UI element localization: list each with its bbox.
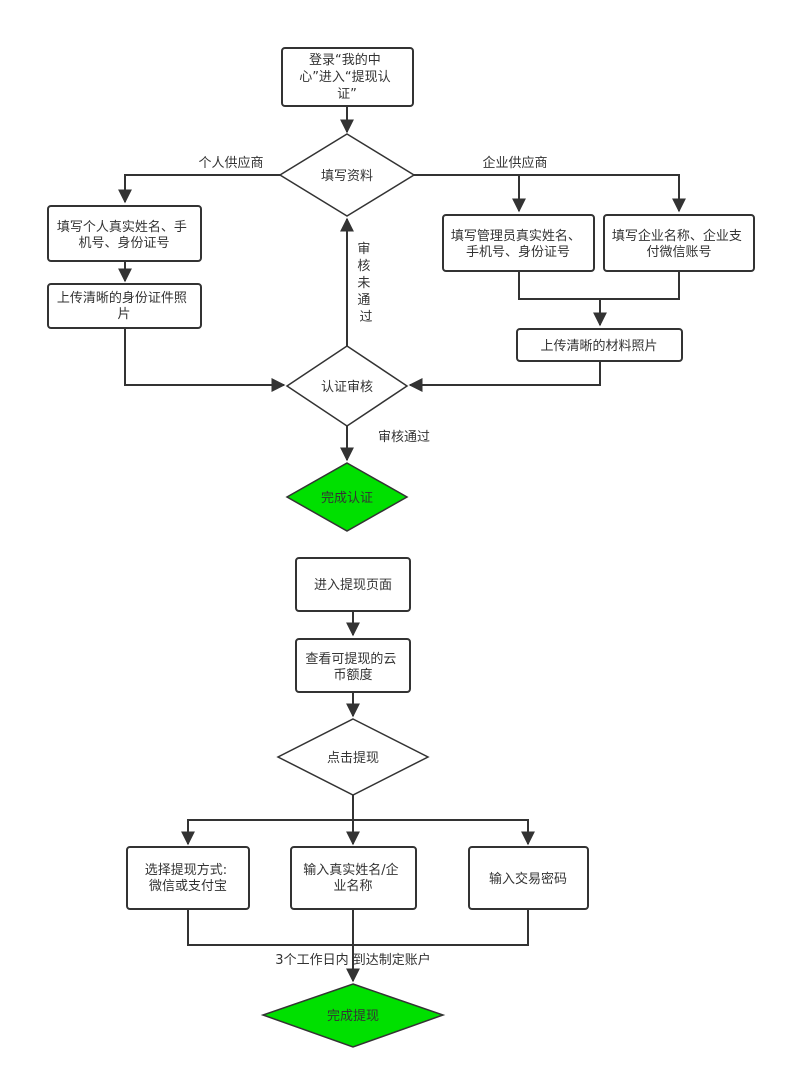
node-click-withdraw-label: 点击提现 (327, 750, 379, 766)
node-fill-info: 填写资料 (278, 133, 416, 217)
node-company-upload: 上传清晰的材料照片 (516, 328, 683, 362)
node-auth-done-label: 完成认证 (321, 491, 373, 506)
edge-click-to-password (353, 819, 535, 846)
auth-done-shape (285, 462, 409, 532)
node-company-info-label: 填写企业名称、企业支 付微信账号 (612, 228, 746, 260)
node-review-label: 认证审核 (321, 380, 373, 395)
node-personal-info-label: 填写个人真实姓名、手 机号、身份证号 (57, 219, 191, 251)
edge-label-approved: 审核通过 (378, 430, 430, 445)
node-view-balance: 查看可提现的云 币额度 (295, 638, 411, 693)
edge-fill-to-personal (118, 174, 280, 204)
edge-fill-to-company (519, 174, 686, 213)
node-enter-name-label: 输入真实姓名/企 业名称 (303, 862, 403, 894)
node-withdraw-done: 完成提现 (260, 983, 446, 1048)
node-admin-info: 填写管理员真实姓名、 手机号、身份证号 (442, 214, 595, 272)
edge-company-upload-to-review (408, 361, 601, 392)
node-personal-info: 填写个人真实姓名、手 机号、身份证号 (47, 205, 202, 262)
edge-label-rejected: 审 核 未 通 过 (357, 242, 374, 325)
node-login: 登录“我的中 心”进入“提现认 证” (281, 47, 414, 107)
node-company-info: 填写企业名称、企业支 付微信账号 (603, 214, 755, 272)
edge-label-personal: 个人供应商 (198, 155, 263, 171)
edge-password-to-merge (353, 910, 529, 946)
node-choose-method: 选择提现方式: 微信或支付宝 (126, 846, 250, 910)
node-company-upload-label: 上传清晰的材料照片 (540, 338, 657, 354)
node-enter-password-label: 输入交易密码 (489, 871, 567, 887)
node-auth-done: 完成认证 (285, 462, 409, 532)
edge-label-company: 企业供应商 (482, 155, 547, 171)
withdraw-done-shape (260, 983, 446, 1048)
edge-fill-to-admin (414, 174, 526, 213)
edge-choose-to-merge (187, 910, 353, 946)
edge-company-to-company-upload (593, 271, 680, 327)
node-personal-upload: 上传清晰的身份证件照 片 (47, 283, 202, 329)
node-enter-name: 输入真实姓名/企 业名称 (290, 846, 417, 910)
node-enter-withdraw-label: 进入提现页面 (314, 577, 392, 593)
edge-label-arrival: 3个工作日内 到达制定账户 (275, 952, 430, 968)
node-enter-withdraw: 进入提现页面 (295, 557, 411, 612)
node-fill-info-label: 填写资料 (321, 169, 373, 184)
node-login-label: 登录“我的中 心”进入“提现认 证” (299, 52, 395, 102)
node-withdraw-done-label: 完成提现 (327, 1008, 379, 1024)
node-review: 认证审核 (285, 345, 409, 427)
node-choose-method-label: 选择提现方式: 微信或支付宝 (145, 862, 232, 894)
node-click-withdraw: 点击提现 (276, 718, 430, 796)
edge-personal-upload-to-review (124, 329, 286, 392)
node-admin-info-label: 填写管理员真实姓名、 手机号、身份证号 (451, 228, 585, 260)
node-enter-password: 输入交易密码 (468, 846, 589, 910)
edge-click-to-choose (181, 795, 354, 846)
node-view-balance-label: 查看可提现的云 币额度 (305, 651, 400, 683)
edge-admin-to-company-upload (518, 271, 600, 300)
node-personal-upload-label: 上传清晰的身份证件照 片 (57, 290, 191, 322)
